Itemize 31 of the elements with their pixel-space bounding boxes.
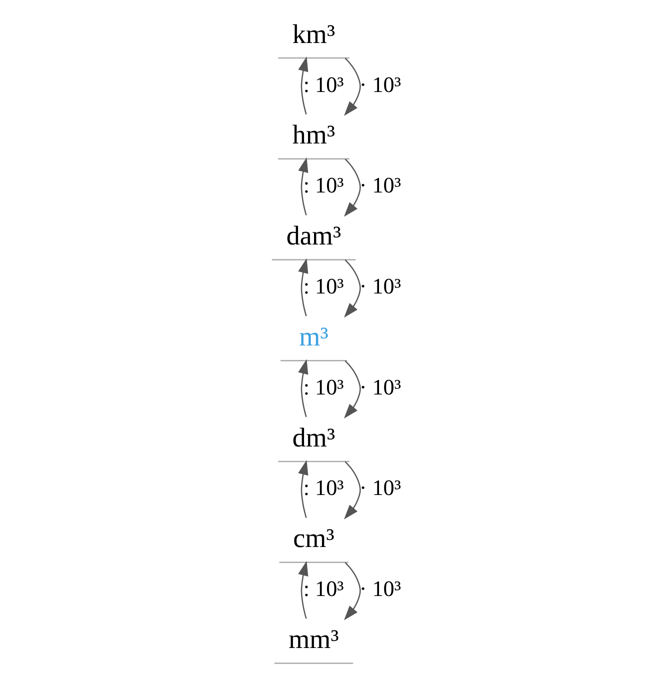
- edge-label: : 10³: [302, 172, 344, 198]
- edge-label: · 10³: [358, 172, 401, 198]
- edge-label: : 10³: [302, 374, 344, 400]
- node-text: m³: [298, 321, 328, 352]
- edge-label: · 10³: [358, 475, 401, 500]
- node-text: km³: [292, 18, 335, 49]
- arrow: [344, 58, 360, 116]
- arrow: [298, 56, 308, 114]
- arrow: [298, 560, 308, 619]
- arrow: [344, 158, 360, 217]
- edge-label: : 10³: [302, 273, 344, 298]
- node-text: dm³: [292, 422, 335, 452]
- arrow: [298, 460, 308, 518]
- arrow: [298, 359, 308, 418]
- node-text: dam³: [286, 220, 341, 251]
- arrow: [298, 258, 308, 316]
- edge-label: · 10³: [358, 72, 401, 97]
- arrow: [344, 259, 360, 318]
- edge-label: : 10³: [302, 475, 344, 500]
- edge-label: · 10³: [358, 273, 401, 298]
- arrow: [298, 157, 308, 216]
- node-text: cm³: [292, 523, 334, 554]
- node-text: hm³: [292, 120, 335, 150]
- edge-label: : 10³: [302, 576, 344, 602]
- arrow: [344, 360, 360, 418]
- edge-label: : 10³: [302, 72, 344, 97]
- arrow: [344, 562, 360, 620]
- edge-label: · 10³: [358, 576, 401, 602]
- edge-label: · 10³: [358, 374, 401, 400]
- node-text: mm³: [288, 624, 338, 654]
- arrow: [344, 461, 360, 520]
